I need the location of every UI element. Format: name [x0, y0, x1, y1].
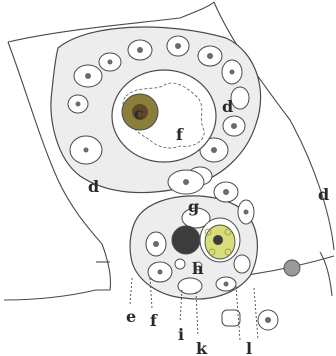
label-e: e — [126, 307, 136, 326]
label-d-right: d — [318, 185, 329, 204]
label-h: h — [192, 259, 204, 278]
label-k: k — [196, 339, 208, 356]
label-f-upper: f — [176, 125, 184, 144]
label-c: c — [134, 104, 144, 123]
label-g: g — [188, 197, 199, 216]
label-d-inner: d — [222, 97, 233, 116]
label-d-left: d — [88, 177, 99, 196]
label-l: l — [246, 339, 252, 356]
label-f-lower: f — [150, 311, 158, 330]
label-i: i — [178, 325, 184, 344]
